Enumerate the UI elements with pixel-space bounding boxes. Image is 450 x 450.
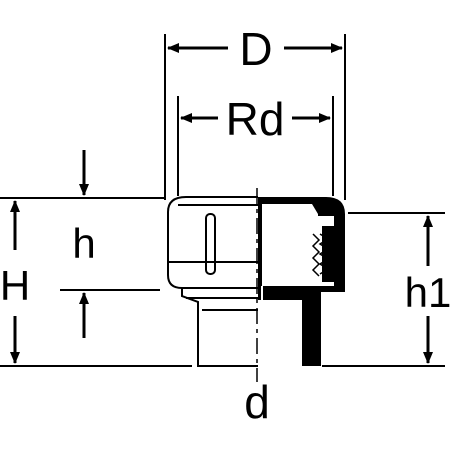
dimension-h1: h1 [405,215,450,364]
dimension-H: H [0,200,30,364]
label-H: H [0,262,30,309]
label-d: d [244,376,270,428]
label-h1: h1 [405,269,450,316]
extension-lines [0,197,445,367]
fitting-section-half [258,197,345,366]
label-h: h [72,220,95,267]
fitting-exterior-half [167,196,258,367]
dimension-h: h [72,150,96,338]
dimension-Rd: Rd [177,93,334,196]
label-Rd: Rd [226,93,285,145]
fitting-body [167,188,345,382]
dimension-D: D [164,23,346,200]
label-D: D [239,23,272,75]
